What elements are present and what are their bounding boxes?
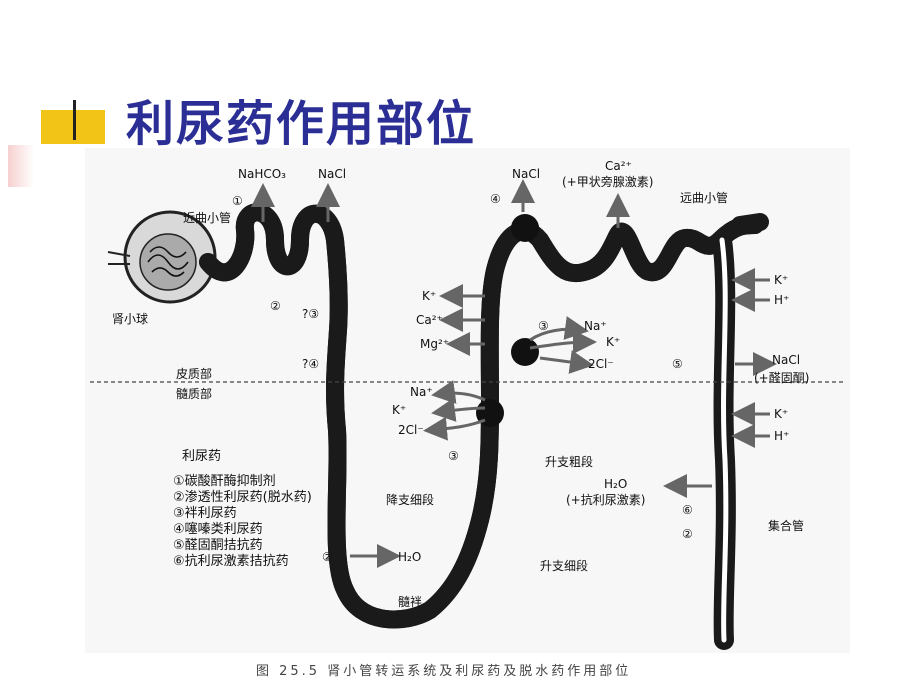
tubule-path: [199, 212, 769, 650]
label-site-4-question: ?④: [302, 357, 319, 371]
label-adh-note: (+抗利尿激素): [566, 492, 645, 507]
label-site-2-right: ②: [682, 527, 693, 541]
label-medulla: 髓质部: [176, 386, 212, 401]
label-collecting-duct: 集合管: [768, 518, 804, 533]
legend: 利尿药 ①碳酸酐酶抑制剂 ②渗透性利尿药(脱水药) ③袢利尿药 ④噻嗪类利尿药 …: [173, 449, 312, 569]
figure-caption: 图 25.5 肾小管转运系统及利尿药及脱水药作用部位: [256, 664, 632, 679]
legend-item: ④噻嗪类利尿药: [173, 521, 263, 537]
label-thin-ascending: 升支细段: [540, 558, 588, 573]
label-site-5: ⑤: [672, 357, 683, 371]
label-k-right-1: K⁺: [774, 273, 788, 287]
label-thick-ascending: 升支粗段: [545, 454, 593, 469]
label-h-right-1: H⁺: [774, 293, 789, 307]
decorative-red-block: [8, 145, 34, 187]
legend-item: ①碳酸酐酶抑制剂: [173, 473, 276, 489]
label-k-upper: K⁺: [606, 335, 620, 349]
label-site-2-bottom: ②: [322, 550, 333, 564]
label-mg-left: Mg²⁺: [420, 337, 449, 351]
label-h-right-2: H⁺: [774, 429, 789, 443]
label-na-lower: Na⁺: [410, 385, 433, 399]
label-aldosterone-note: (+醛固酮): [754, 370, 809, 385]
label-cortex: 皮质部: [176, 366, 212, 381]
label-k-lower: K⁺: [392, 403, 406, 417]
label-site-4: ④: [490, 192, 501, 206]
label-na-upper: Na⁺: [584, 319, 607, 333]
label-ca-pth-ion: Ca²⁺: [605, 159, 632, 173]
legend-item: ②渗透性利尿药(脱水药): [173, 490, 312, 505]
pump-thick-upper: [511, 338, 539, 366]
label-nacl-right: NaCl: [772, 353, 800, 367]
pump-distal: [511, 214, 539, 242]
title-bullet-bar: [73, 100, 76, 140]
label-site-1: ①: [232, 194, 243, 208]
label-thin-descending: 降支细段: [386, 492, 434, 507]
legend-title: 利尿药: [182, 449, 221, 464]
label-site-3-upper: ③: [538, 319, 549, 333]
transport-arrows: [251, 179, 777, 568]
label-cl-upper: 2Cl⁻: [588, 357, 614, 371]
label-nacl-proximal: NaCl: [318, 167, 346, 181]
glomerulus-icon: [107, 210, 217, 304]
legend-item: ③袢利尿药: [173, 506, 237, 521]
label-site-2-top: ②: [270, 299, 281, 313]
legend-item: ⑤醛固酮拮抗药: [173, 537, 263, 553]
label-ca-pth-note: (+甲状旁腺激素): [562, 174, 653, 189]
label-h2o-right: H₂O: [604, 477, 627, 491]
label-site-3-question: ?③: [302, 307, 319, 321]
label-nacl-distal: NaCl: [512, 167, 540, 181]
label-site-6: ⑥: [682, 503, 693, 517]
label-k-right-2: K⁺: [774, 407, 788, 421]
label-h2o-bottom: H₂O: [398, 550, 421, 564]
label-site-3-lower: ③: [448, 449, 459, 463]
legend-item: ⑥抗利尿激素拮抗药: [173, 554, 289, 569]
label-loop-of-henle: 髓袢: [398, 594, 422, 609]
label-k-left: K⁺: [422, 289, 436, 303]
label-distal-tubule: 远曲小管: [680, 190, 728, 205]
label-glomerulus: 肾小球: [112, 312, 148, 326]
label-cl-lower: 2Cl⁻: [398, 423, 424, 437]
label-ca-left: Ca²⁺: [416, 313, 443, 327]
label-proximal-tubule: 近曲小管: [183, 210, 231, 225]
slide-title: 利尿药作用部位: [126, 96, 477, 152]
label-nahco3: NaHCO₃: [238, 167, 286, 181]
